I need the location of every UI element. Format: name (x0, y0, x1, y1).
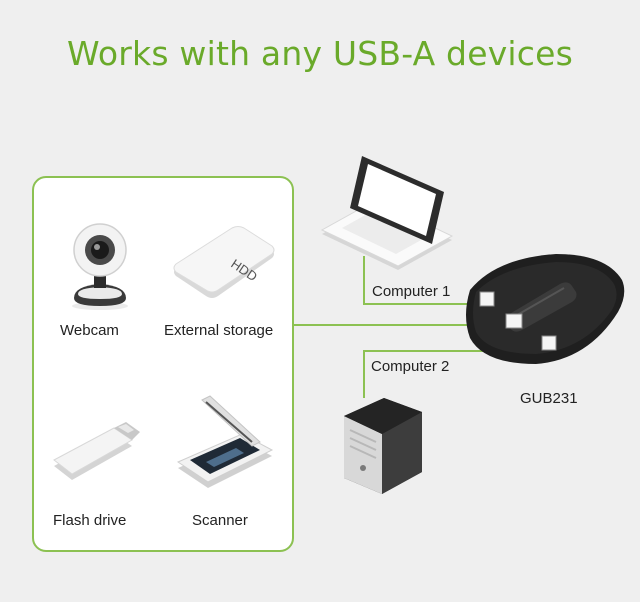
laptop-icon (320, 156, 454, 270)
usb-switch-icon (466, 254, 625, 364)
scanner-icon (176, 395, 274, 488)
usb-port-2 (505, 313, 523, 329)
wire-panel-to-switch (294, 324, 480, 326)
wire-computer1-vertical (363, 256, 365, 304)
flash-drive-label: Flash drive (53, 512, 127, 529)
wire-computer2-horizontal (363, 350, 543, 352)
scanner-label: Scanner (192, 512, 248, 529)
page-title: Works with any USB-A devices (66, 34, 574, 73)
devices-panel: Webcam HDD External storage Flash drive … (32, 176, 294, 552)
webcam-icon (72, 223, 128, 310)
usb-port-3 (541, 335, 557, 351)
external-storage-icon: HDD (173, 226, 275, 298)
external-storage-label: External storage (164, 322, 274, 339)
webcam-label: Webcam (60, 322, 119, 339)
computer1-label: Computer 1 (372, 283, 451, 300)
desktop-tower-icon (344, 398, 422, 494)
switch-model-label: GUB231 (520, 390, 578, 407)
wire-computer2-vertical (363, 350, 365, 398)
usb-port-1 (479, 291, 495, 307)
computer2-label: Computer 2 (371, 358, 450, 375)
wire-computer1-horizontal (363, 303, 483, 305)
flash-drive-icon (53, 422, 140, 480)
